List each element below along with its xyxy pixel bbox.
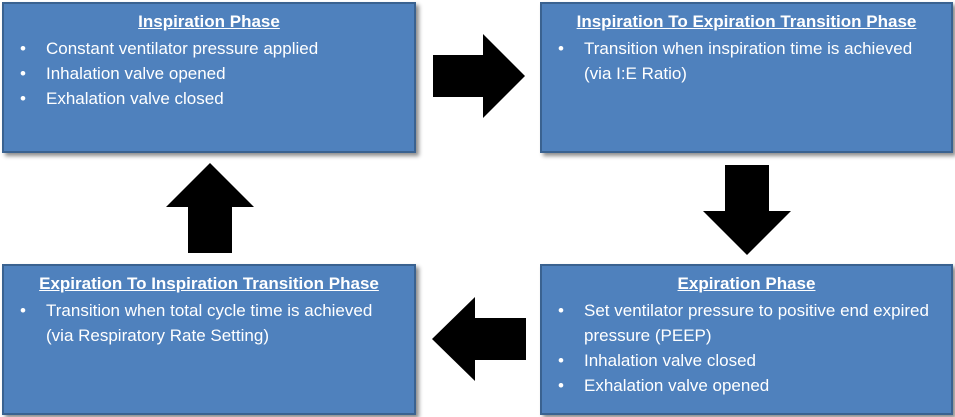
- expiration-to-inspiration-phase-box: Expiration To Inspiration Transition Pha…: [2, 264, 416, 415]
- list-item: Inhalation valve opened: [18, 61, 400, 86]
- inspiration-phase-box: Inspiration Phase Constant ventilator pr…: [2, 2, 416, 153]
- arrow-left-icon: [432, 297, 526, 381]
- list-item: Inhalation valve closed: [556, 348, 937, 373]
- list-item: Transition when total cycle time is achi…: [18, 298, 400, 348]
- list-item: Set ventilator pressure to positive end …: [556, 298, 937, 348]
- expiration-to-inspiration-phase-list: Transition when total cycle time is achi…: [18, 298, 400, 348]
- inspiration-phase-title: Inspiration Phase: [138, 12, 280, 31]
- arrow-down-icon: [703, 165, 791, 255]
- arrow-up-icon: [166, 163, 254, 253]
- list-item: Constant ventilator pressure applied: [18, 36, 400, 61]
- inspiration-to-expiration-phase-title: Inspiration To Expiration Transition Pha…: [576, 12, 917, 31]
- expiration-phase-title: Expiration Phase: [677, 274, 816, 293]
- expiration-to-inspiration-phase-title: Expiration To Inspiration Transition Pha…: [39, 274, 379, 293]
- expiration-phase-box: Expiration Phase Set ventilator pressure…: [540, 264, 953, 415]
- inspiration-phase-list: Constant ventilator pressure applied Inh…: [18, 36, 400, 111]
- arrow-right-icon: [433, 34, 525, 118]
- inspiration-to-expiration-phase-list: Transition when inspiration time is achi…: [556, 36, 937, 86]
- list-item: Exhalation valve closed: [18, 86, 400, 111]
- list-item: Exhalation valve opened: [556, 373, 937, 398]
- inspiration-to-expiration-phase-box: Inspiration To Expiration Transition Pha…: [540, 2, 953, 153]
- expiration-phase-list: Set ventilator pressure to positive end …: [556, 298, 937, 398]
- list-item: Transition when inspiration time is achi…: [556, 36, 937, 86]
